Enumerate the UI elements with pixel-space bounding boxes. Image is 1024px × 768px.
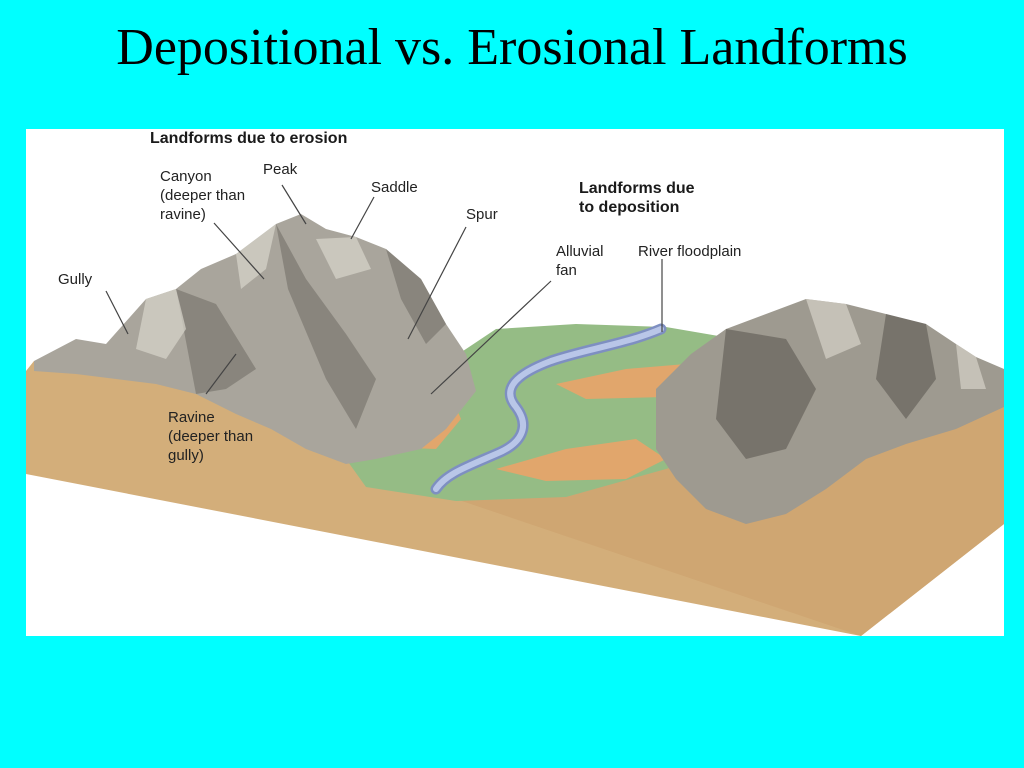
- left-mountains-highlight: [136, 224, 371, 359]
- label-peak: Peak: [263, 161, 298, 178]
- river-surface: [433, 326, 664, 492]
- leader-alluvial-fan: [430, 280, 552, 395]
- left-mountains-shadow: [176, 224, 446, 429]
- leader-spur: [407, 226, 467, 340]
- leader-gully: [105, 290, 129, 335]
- right-mountains-highlight: [806, 299, 986, 389]
- erosion-heading: Landforms due to erosion: [150, 130, 348, 147]
- label-gully: Gully: [58, 271, 93, 288]
- terrain-block: [26, 184, 1004, 636]
- label-river-floodplain: River floodplain: [638, 243, 742, 260]
- slide-title: Depositional vs. Erosional Landforms: [116, 19, 908, 76]
- label-ravine: Ravine (deeper than gully): [168, 409, 254, 464]
- label-spur: Spur: [466, 206, 498, 223]
- leader-saddle: [350, 196, 375, 240]
- label-canyon: Canyon (deeper than ravine): [160, 168, 246, 223]
- label-alluvial-fan: Alluvial fan: [556, 243, 604, 279]
- label-saddle: Saddle: [371, 179, 418, 196]
- deposition-heading: Landforms due to deposition: [579, 180, 695, 216]
- leader-lines: [105, 184, 663, 395]
- leader-peak: [281, 184, 307, 225]
- right-mountains-shadow: [716, 314, 936, 459]
- sediment-right-lower: [496, 439, 666, 481]
- leader-ravine: [205, 353, 237, 395]
- landform-diagram: Landforms due to erosion Landforms due t…: [26, 129, 1004, 636]
- leader-canyon: [213, 222, 265, 280]
